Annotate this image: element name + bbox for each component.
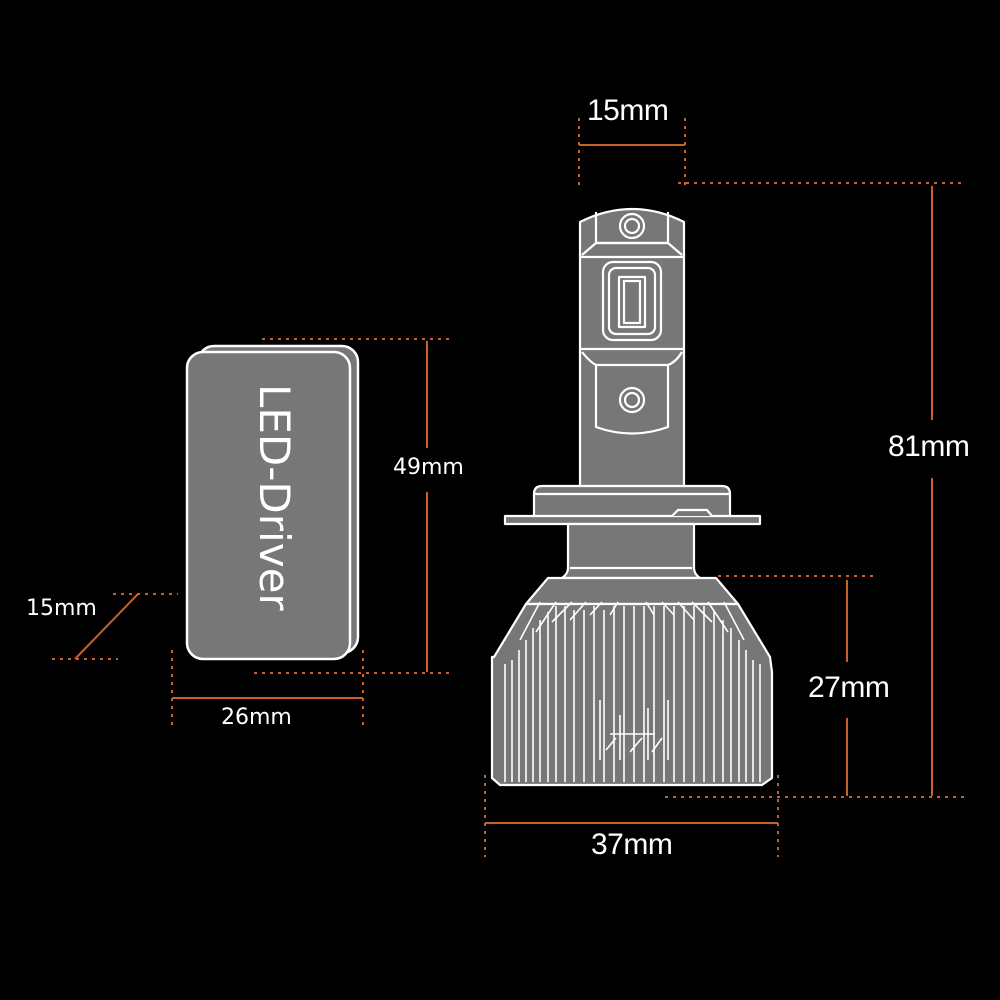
bulb-chip-width-label: 15mm — [587, 94, 669, 127]
heatsink-fins — [504, 601, 761, 782]
dimension-lines — [52, 118, 965, 857]
led-driver-box — [185, 344, 360, 661]
led-driver-label: LED-Driver — [250, 384, 299, 611]
driver-depth-label: 15mm — [26, 596, 97, 621]
driver-height-label: 49mm — [393, 455, 464, 480]
driver-width-label: 26mm — [221, 705, 292, 730]
bulb-total-height-label: 81mm — [888, 430, 970, 463]
heatsink-width-label: 37mm — [591, 828, 673, 861]
heatsink-height-label: 27mm — [808, 671, 890, 704]
led-bulb — [490, 208, 774, 787]
